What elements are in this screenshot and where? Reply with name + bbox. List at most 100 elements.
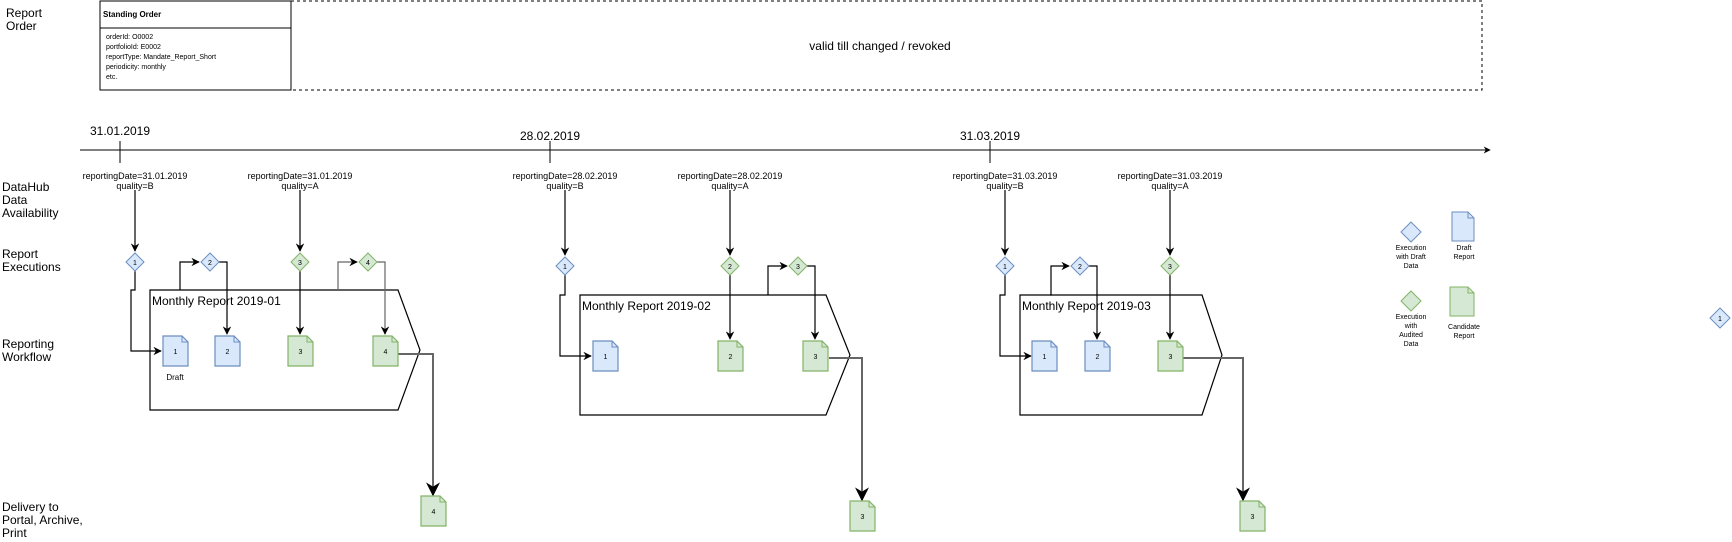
timeline-date: 28.02.2019 <box>520 129 580 143</box>
execution-number: 1 <box>1718 316 1722 323</box>
report-number: 2 <box>1096 354 1100 361</box>
standing-order-title: Standing Order <box>103 10 161 19</box>
draft-report-doc[interactable] <box>1031 340 1058 372</box>
execution-number: 1 <box>1003 264 1007 271</box>
connector <box>559 275 592 361</box>
execution-number: 4 <box>366 260 370 267</box>
connector <box>767 261 788 295</box>
draft-report-icon <box>1451 211 1475 242</box>
report-number: 3 <box>861 514 865 521</box>
connector <box>999 275 1032 361</box>
timeline-date: 31.03.2019 <box>960 129 1020 143</box>
validity-span <box>291 0 1483 91</box>
execution-number: 1 <box>563 264 567 271</box>
standing-order[interactable]: Standing Order orderId: O0002 portfolioI… <box>99 0 1483 91</box>
timeline: 31.01.2019 28.02.2019 31.03.2019 <box>80 124 1491 163</box>
report-number: 3 <box>1251 514 1255 521</box>
execution-number: 3 <box>1168 264 1172 271</box>
delivered-report-doc[interactable] <box>1239 500 1266 532</box>
execution-number: 2 <box>728 264 732 271</box>
process-shape[interactable] <box>579 294 851 416</box>
standing-order-detail: reportType: Mandate_Report_Short <box>106 54 216 61</box>
candidate-report-doc[interactable] <box>1157 340 1184 372</box>
delivery-connector <box>1183 357 1250 502</box>
connector <box>1050 261 1070 296</box>
connector <box>807 265 820 340</box>
execution-diamond[interactable] <box>995 256 1015 276</box>
draft-report-doc[interactable] <box>214 335 241 367</box>
draft-report-doc[interactable] <box>162 335 189 367</box>
candidate-report-doc[interactable] <box>802 340 829 372</box>
delivery-connector <box>398 353 440 497</box>
report-number: 3 <box>1169 354 1173 361</box>
standing-order-detail: portfolioId: E0002 <box>106 44 161 51</box>
execution-number: 2 <box>208 260 212 267</box>
report-number: 4 <box>432 509 436 516</box>
process-label: Monthly Report 2019-03 <box>1022 299 1151 313</box>
report-number: 2 <box>729 354 733 361</box>
execution-diamond[interactable] <box>200 252 220 272</box>
execution-draft-icon <box>1400 221 1422 243</box>
execution-diamond[interactable] <box>788 256 808 276</box>
execution-diamond[interactable] <box>1160 256 1180 276</box>
draft-report-doc[interactable] <box>1084 340 1111 372</box>
month-3: Monthly Report 2019-03 reportingDate=31.0… <box>953 171 1266 532</box>
standing-order-box[interactable] <box>99 0 292 91</box>
report-number: 1 <box>604 354 608 361</box>
month-1: Monthly Report 2019-01 reportingDate=31.0… <box>83 171 447 527</box>
process-label: Monthly Report 2019-01 <box>152 294 281 308</box>
standing-order-detail: etc. <box>106 74 117 81</box>
month-2: Monthly Report 2019-02reportingDate=28.0… <box>513 171 876 532</box>
candidate-report-doc[interactable] <box>717 340 744 372</box>
execution-diamond[interactable] <box>290 252 310 272</box>
execution-number: 1 <box>133 260 137 267</box>
execution-diamond[interactable] <box>1070 256 1090 276</box>
execution-diamond[interactable] <box>720 256 740 276</box>
connector <box>219 261 232 335</box>
execution-diamond[interactable] <box>358 252 378 272</box>
delivered-report-doc[interactable] <box>849 500 876 532</box>
monthly-processes: Monthly Report 2019-01 reportingDate=31.0… <box>83 171 1266 532</box>
process-shape[interactable] <box>1019 294 1223 416</box>
candidate-report-doc[interactable] <box>287 335 314 367</box>
execution-diamond[interactable] <box>125 252 145 272</box>
connector <box>130 271 162 356</box>
candidate-report-doc[interactable] <box>372 335 399 367</box>
stray-execution[interactable]: 1 <box>1709 307 1731 329</box>
execution-draft-icon[interactable] <box>1709 307 1731 329</box>
standing-order-detail: orderId: O0002 <box>106 34 153 41</box>
connector <box>377 261 390 335</box>
report-number: 1 <box>1043 354 1047 361</box>
execution-diamond[interactable] <box>555 256 575 276</box>
execution-number: 2 <box>1078 264 1082 271</box>
draft-report-doc[interactable] <box>592 340 619 372</box>
delivered-report-doc[interactable] <box>420 495 447 527</box>
standing-order-detail: periodicity: monthly <box>106 64 166 71</box>
timeline-date: 31.01.2019 <box>90 124 150 138</box>
report-number: 3 <box>814 354 818 361</box>
report-number: 3 <box>299 349 303 356</box>
report-number: 1 <box>174 349 178 356</box>
delivery-connector <box>829 357 869 502</box>
execution-audited-icon <box>1400 290 1422 312</box>
connector <box>1089 265 1102 340</box>
process-shape[interactable] <box>149 289 421 411</box>
connector <box>179 257 200 290</box>
report-number: 4 <box>384 349 388 356</box>
